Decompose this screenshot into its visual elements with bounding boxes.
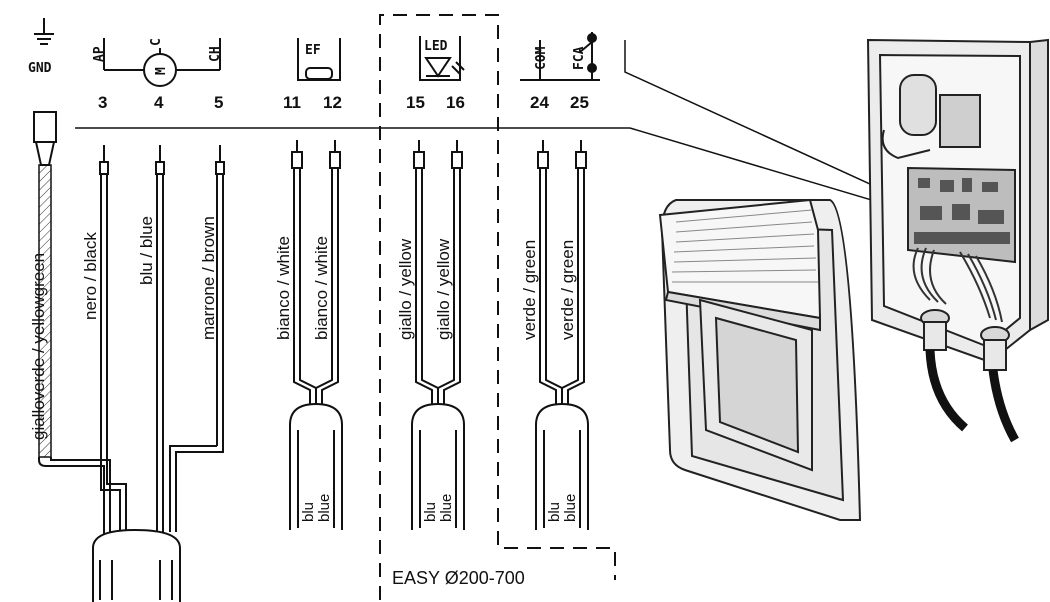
fca-wires (537, 140, 587, 404)
terminal-number: 11 (283, 93, 301, 112)
wire-label-gnd: gialloverde / yellowgreen (29, 253, 48, 440)
fca-cable-label-it: blu (546, 502, 563, 522)
terminal-number: 24 (530, 93, 549, 112)
led-cable-label-en: blue (438, 494, 455, 522)
terminal-number: 25 (570, 93, 589, 112)
leader-line-pointer-top (624, 40, 906, 201)
fca-label: FCA (572, 46, 587, 70)
gnd-symbol (34, 18, 54, 45)
c-label: C (149, 38, 164, 46)
terminal-number: 12 (323, 93, 342, 112)
model-label: EASY Ø200-700 (392, 568, 525, 588)
terminal-number: 5 (214, 93, 223, 112)
led-label: LED (424, 39, 448, 54)
wire-label-black: nero / black (81, 232, 100, 320)
ef-cable (289, 402, 343, 530)
wire-label-yellow: giallo / yellow (396, 238, 415, 340)
wire-label-green: verde / green (558, 240, 577, 340)
ef-symbol (297, 38, 341, 81)
leader-line-pointer (629, 127, 906, 211)
wire-label-blue: blu / blue (137, 216, 156, 285)
wire-label-white: bianco / white (312, 236, 331, 340)
wire-label-green: verde / green (520, 240, 539, 340)
motor-wires (99, 145, 225, 532)
gnd-wire (33, 111, 111, 545)
shutter-housing-illustration (658, 198, 862, 521)
terminal-number: 3 (98, 93, 107, 112)
fca-cable-label-en: blue (562, 494, 579, 522)
main-cable (92, 528, 181, 602)
ap-label: AP (92, 46, 107, 62)
terminal-number: 16 (446, 93, 465, 112)
led-symbol (419, 36, 465, 81)
ch-label: CH (208, 46, 223, 62)
wire-label-white: bianco / white (274, 236, 293, 340)
wire-label-yellow: giallo / yellow (434, 238, 453, 340)
fca-cable (535, 402, 589, 530)
com-label: COM (534, 46, 549, 70)
led-cable-label-it: blu (422, 502, 439, 522)
motor-m-label: M (154, 67, 169, 75)
control-box-illustration (866, 38, 1049, 443)
motor-symbol (103, 38, 221, 87)
ef-label: EF (305, 43, 321, 58)
led-cable (411, 402, 465, 530)
easy-model-dashed-border (379, 14, 616, 600)
wire-label-brown: marrone / brown (199, 216, 218, 340)
ef-cable-label-en: blue (316, 494, 333, 522)
terminal-number: 4 (154, 93, 164, 112)
terminal-number: 15 (406, 93, 425, 112)
ef-cable-label-it: blu (300, 502, 317, 522)
led-wires (413, 140, 463, 404)
com-fca-symbol (520, 32, 600, 81)
gnd-label: GND (28, 61, 52, 76)
ef-wires (291, 140, 341, 404)
